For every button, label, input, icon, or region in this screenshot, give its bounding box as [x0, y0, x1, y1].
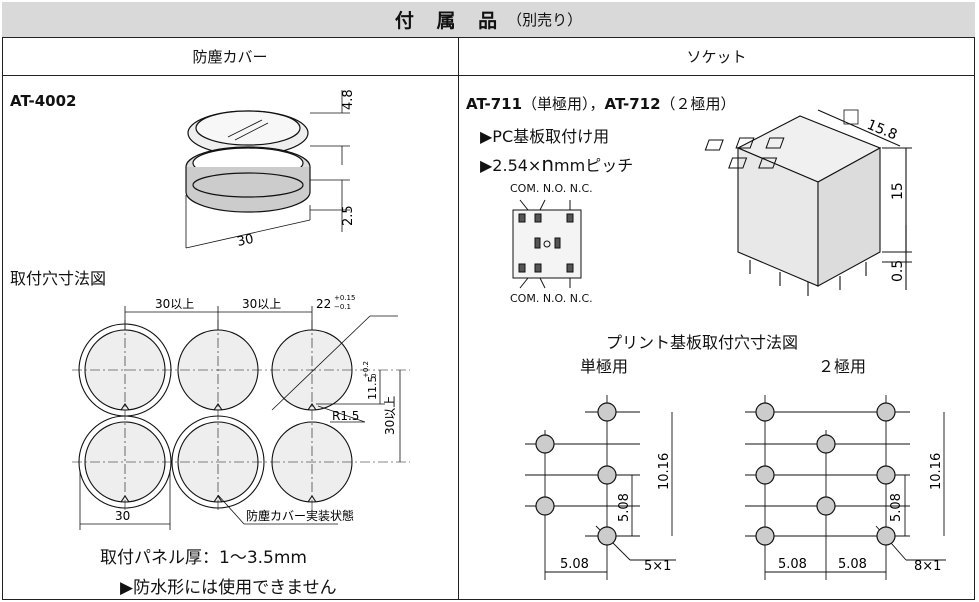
- single-pole-label: 単極用: [580, 357, 629, 376]
- dim-width-label: 30: [236, 232, 255, 250]
- mount-hole-pattern: [78, 323, 353, 509]
- dust-cover-figure: [185, 110, 311, 213]
- installed-label: 防塵カバー実装状態: [246, 508, 354, 523]
- mount-hole-centerlines: [72, 320, 410, 512]
- feature-pitch-n: n: [541, 152, 555, 176]
- pitch-a-label: 30以上: [155, 297, 194, 311]
- feature-pitch: ▶2.54×nmmピッチ: [480, 152, 633, 176]
- pcb-hole-title: プリント基板取付穴寸法図: [606, 333, 799, 352]
- mount-hole-dims: [79, 306, 401, 530]
- socket-models: AT-711（単極用），AT-712（２極用）: [466, 93, 736, 114]
- dust-cover-drawings: 4.8 2.5 30: [72, 89, 410, 530]
- bottom-width-label: 30: [115, 509, 130, 523]
- feature-pitch-prefix: ▶2.54×: [480, 156, 542, 175]
- header-title: 付 属 品: [394, 10, 506, 32]
- model-b-desc: （２極用）: [660, 95, 736, 113]
- waterproof-note: ▶防水形には使用できません: [120, 578, 337, 598]
- feature-pcb: ▶PC基板取付け用: [480, 127, 610, 146]
- model-a-desc: （単極用），: [522, 95, 605, 113]
- feature-pitch-suffix: mmピッチ: [554, 156, 634, 175]
- column-divider: [458, 38, 459, 600]
- dim-height-label: 4.8: [341, 89, 356, 110]
- pin-labels-top: COM. N.O. N.C.: [510, 182, 593, 195]
- mount-hole-title: 取付穴寸法図: [10, 269, 107, 288]
- model-b: AT-712: [604, 95, 661, 113]
- notch-tol-lower: 0: [370, 374, 378, 378]
- dust-cover-model: AT-4002: [10, 92, 77, 110]
- model-a: AT-711: [466, 95, 523, 113]
- dust-cover-dimensions: [185, 90, 350, 249]
- pitch-b-label: 30以上: [242, 297, 281, 311]
- vert-pitch-label: 30以上: [383, 396, 397, 435]
- header-subtitle: （別売り）: [507, 11, 583, 29]
- radius-label: R1.5: [332, 409, 359, 423]
- dim-base-label: 2.5: [341, 205, 356, 226]
- diameter-label: 22: [316, 297, 331, 311]
- column-header-socket: ソケット: [458, 38, 975, 76]
- diameter-tol-upper: +0.15: [334, 294, 355, 302]
- column-header-dust-cover: 防塵カバー: [2, 38, 458, 76]
- double-pole-label: ２極用: [818, 357, 867, 376]
- notch-offset-label: 11.5: [366, 376, 379, 401]
- table-header: 付 属 品 （別売り）: [2, 2, 975, 38]
- panel-thickness-note: 取付パネル厚：1〜3.5mm: [100, 548, 307, 568]
- pin-labels-bottom: COM. N.O. N.C.: [510, 292, 593, 305]
- diameter-tol-lower: −0.1: [334, 303, 351, 311]
- notch-tol-upper: +0.2: [362, 361, 370, 378]
